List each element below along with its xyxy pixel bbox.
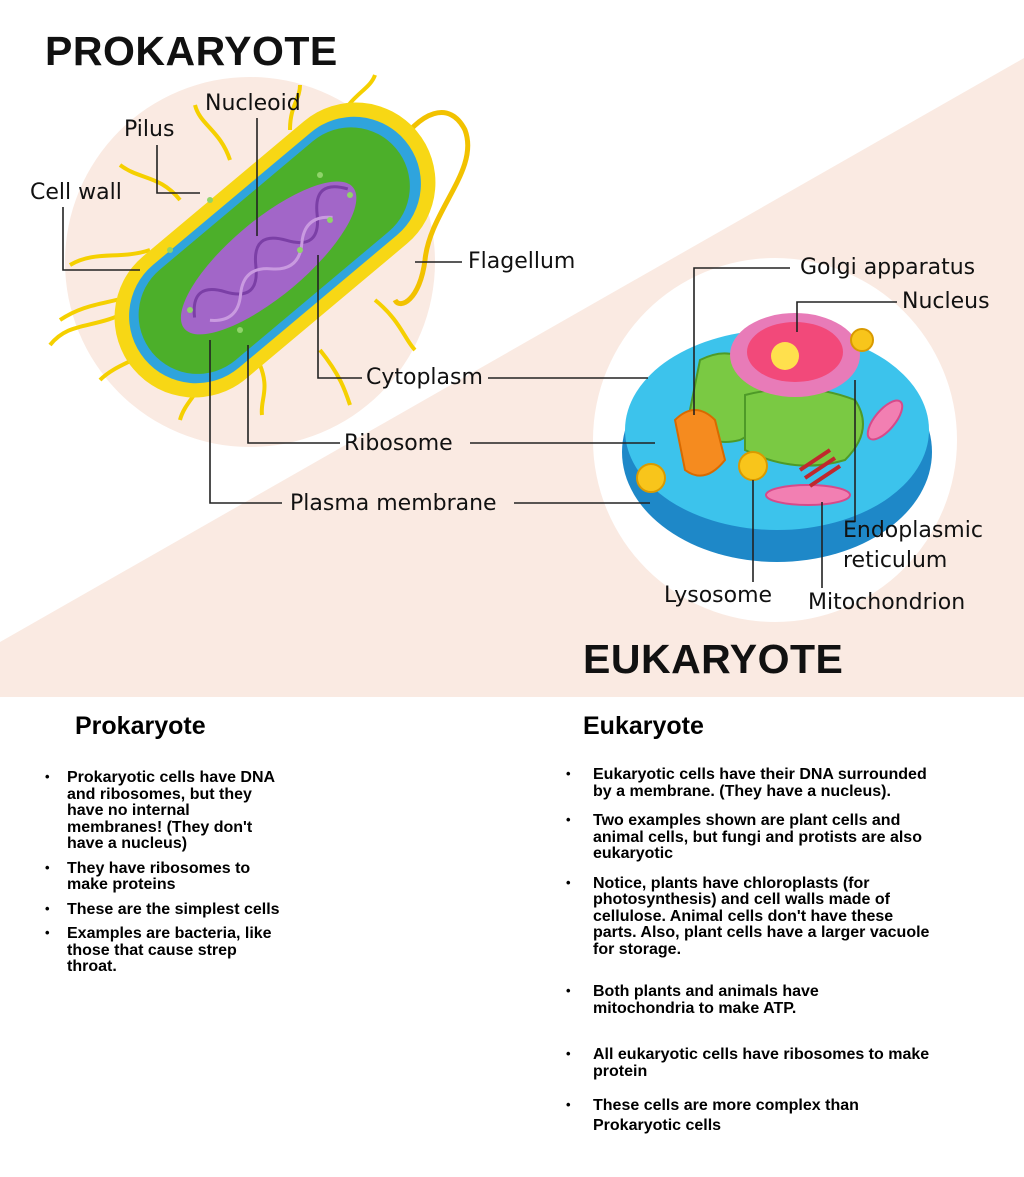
list-item: These cells are more complex than Prokar… (566, 1095, 893, 1136)
prokaryote-cell-illustration (48, 74, 471, 421)
eukaryote-bullet-list: Eukaryotic cells have their DNA surround… (566, 766, 946, 1136)
eukaryote-heading: Eukaryote (583, 712, 704, 740)
list-item: Two examples shown are plant cells and a… (566, 812, 938, 863)
label-cytoplasm: Cytoplasm (366, 365, 483, 390)
list-item: All eukaryotic cells have ribosomes to m… (566, 1046, 946, 1080)
list-item: Examples are bacteria, like those that c… (45, 925, 285, 976)
eukaryote-title: EUKARYOTE (583, 636, 844, 682)
cell-diagram (0, 58, 1024, 697)
label-golgi-apparatus: Golgi apparatus (800, 255, 976, 280)
label-nucleus: Nucleus (902, 289, 990, 314)
label-ribosome: Ribosome (344, 431, 453, 456)
list-item: Prokaryotic cells have DNA and ribosomes… (45, 769, 285, 853)
label-cell-wall: Cell wall (30, 180, 122, 205)
list-item: Eukaryotic cells have their DNA surround… (566, 766, 946, 800)
label-flagellum: Flagellum (468, 249, 576, 274)
label-er-line1: Endoplasmic (843, 518, 983, 543)
list-item: Both plants and animals have mitochondri… (566, 983, 893, 1017)
prokaryote-heading: Prokaryote (75, 712, 206, 740)
list-item: These are the simplest cells (45, 901, 285, 919)
list-item: They have ribosomes to make proteins (45, 860, 285, 894)
label-mitochondrion: Mitochondrion (808, 590, 966, 615)
label-er-line2: reticulum (843, 548, 948, 573)
list-item: Notice, plants have chloroplasts (for ph… (566, 875, 938, 959)
leader-lines (62, 118, 897, 588)
prokaryote-bullet-list: Prokaryotic cells have DNA and ribosomes… (45, 769, 285, 984)
label-lysosome: Lysosome (664, 583, 773, 608)
label-pilus: Pilus (124, 117, 175, 142)
label-plasma-membrane: Plasma membrane (290, 491, 497, 516)
label-nucleoid: Nucleoid (205, 91, 301, 116)
prokaryote-title: PROKARYOTE (45, 28, 338, 74)
